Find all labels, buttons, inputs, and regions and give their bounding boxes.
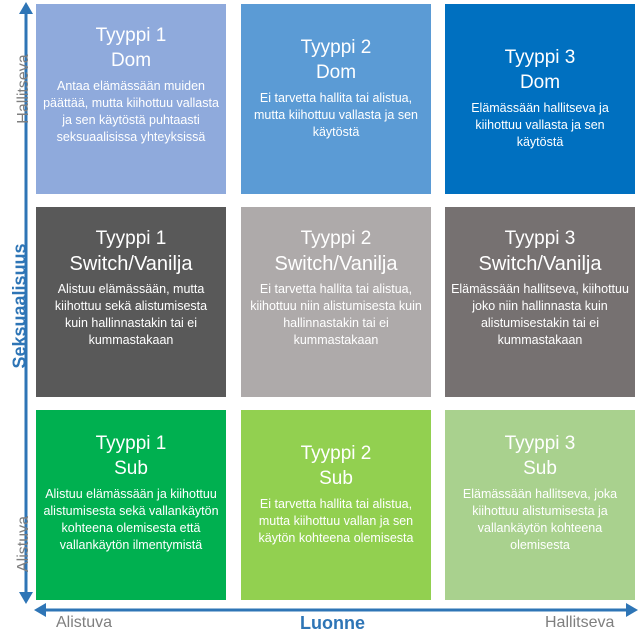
cell-role-label: Sub (114, 458, 148, 479)
cell-switch-type3: Tyyppi 3 Switch/Vanilja Elämässään halli… (445, 207, 635, 397)
cell-dom-type3: Tyyppi 3 Dom Elämässään hallitseva ja ki… (445, 4, 635, 194)
cell-role-label: Dom (315, 62, 357, 83)
cell-switch-type1: Tyyppi 1 Switch/Vanilja Alistuu elämässä… (36, 207, 226, 397)
cell-role-label: Sub (523, 458, 557, 479)
cell-description: Ei tarvetta hallita tai alistua, mutta k… (254, 91, 418, 139)
cell-role-label: Dom (519, 72, 561, 93)
cell-description: Elämässään hallitseva, joka kiihottuu al… (462, 487, 618, 552)
y-axis-title: Seksuaalisuus (9, 243, 30, 369)
cell-type-label: Tyyppi 3 (504, 228, 576, 249)
cell-description: Elämässään hallitseva ja kiihottuu valla… (471, 101, 609, 149)
x-axis-right-label: Hallitseva (545, 614, 615, 631)
cell-type-label: Tyyppi 1 (95, 25, 167, 46)
cell-sub-type2: Tyyppi 2 Sub Ei tarvetta hallita tai ali… (241, 410, 431, 600)
cell-description: Ei tarvetta hallita tai alistua, mutta k… (258, 497, 414, 545)
cell-type-label: Tyyppi 1 (95, 433, 167, 454)
cell-description: Elämässään hallitseva, kiihottuu joko ni… (451, 282, 629, 347)
cell-type-label: Tyyppi 2 (300, 443, 372, 464)
cell-type-label: Tyyppi 3 (504, 47, 576, 68)
y-axis-arrow-down (19, 592, 33, 604)
cell-type-label: Tyyppi 2 (300, 228, 372, 249)
cell-role-label: Switch/Vanilja (274, 253, 398, 275)
cell-description: Alistuu elämässään ja kiihottuu alistumi… (43, 487, 219, 552)
cell-role-label: Switch/Vanilja (69, 253, 193, 275)
cell-switch-type2: Tyyppi 2 Switch/Vanilja Ei tarvetta hall… (241, 207, 431, 397)
y-axis-arrow-up (19, 2, 33, 14)
cell-dom-type2: Tyyppi 2 Dom Ei tarvetta hallita tai ali… (241, 4, 431, 194)
cell-type-label: Tyyppi 1 (95, 228, 167, 249)
x-axis-left-label: Alistuva (56, 614, 113, 631)
cell-description: Antaa elämässään muiden päättää, mutta k… (43, 79, 219, 144)
cell-description: Ei tarvetta hallita tai alistua, kiihott… (250, 282, 422, 347)
y-axis-bottom-label: Alistuva (15, 515, 32, 573)
cell-role-label: Sub (319, 468, 353, 489)
y-axis-top-label: Hallitseva (15, 54, 32, 124)
cell-type-label: Tyyppi 2 (300, 37, 372, 58)
x-axis-arrow-right (626, 603, 638, 617)
cell-description: Alistuu elämässään, mutta kiihottuu sekä… (54, 282, 208, 347)
cell-role-label: Dom (110, 50, 152, 71)
cell-type-label: Tyyppi 3 (504, 433, 576, 454)
cell-sub-type3: Tyyppi 3 Sub Elämässään hallitseva, joka… (445, 410, 635, 600)
cell-dom-type1: Tyyppi 1 Dom Antaa elämässään muiden pää… (36, 4, 226, 194)
x-axis-title: Luonne (300, 613, 365, 633)
cell-role-label: Switch/Vanilja (478, 253, 602, 275)
x-axis-arrow-left (34, 603, 46, 617)
cell-sub-type1: Tyyppi 1 Sub Alistuu elämässään ja kiiho… (36, 410, 226, 600)
